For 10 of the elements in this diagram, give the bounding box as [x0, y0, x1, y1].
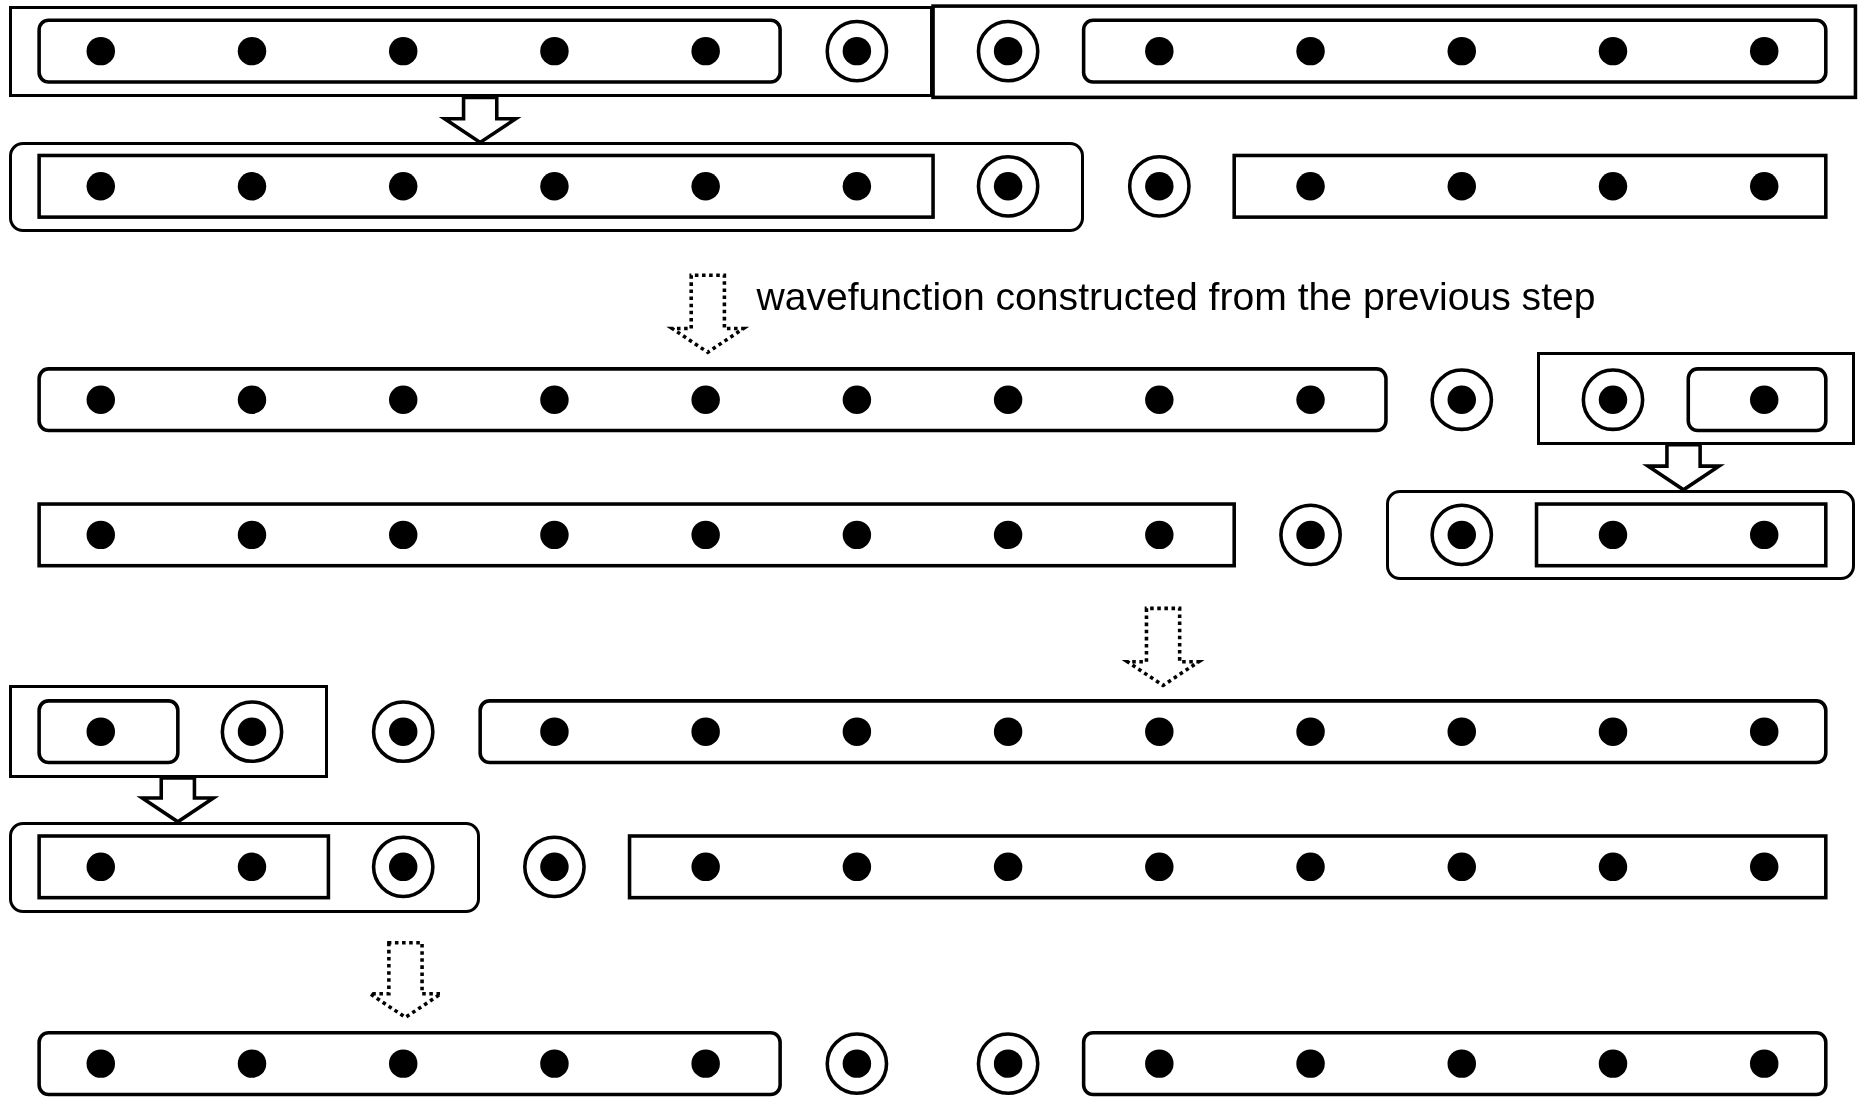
block-arrow [1642, 443, 1725, 492]
block-arrow [136, 776, 220, 824]
block-arrow [438, 95, 522, 145]
annotation-text: wavefunction constructed from the previous step [756, 275, 1596, 320]
block-frame [9, 5, 934, 98]
block-frame [9, 142, 1084, 233]
block-frame [9, 821, 481, 913]
block-frame [9, 685, 329, 778]
block-frame [1536, 352, 1856, 445]
block-frame [1385, 489, 1856, 580]
